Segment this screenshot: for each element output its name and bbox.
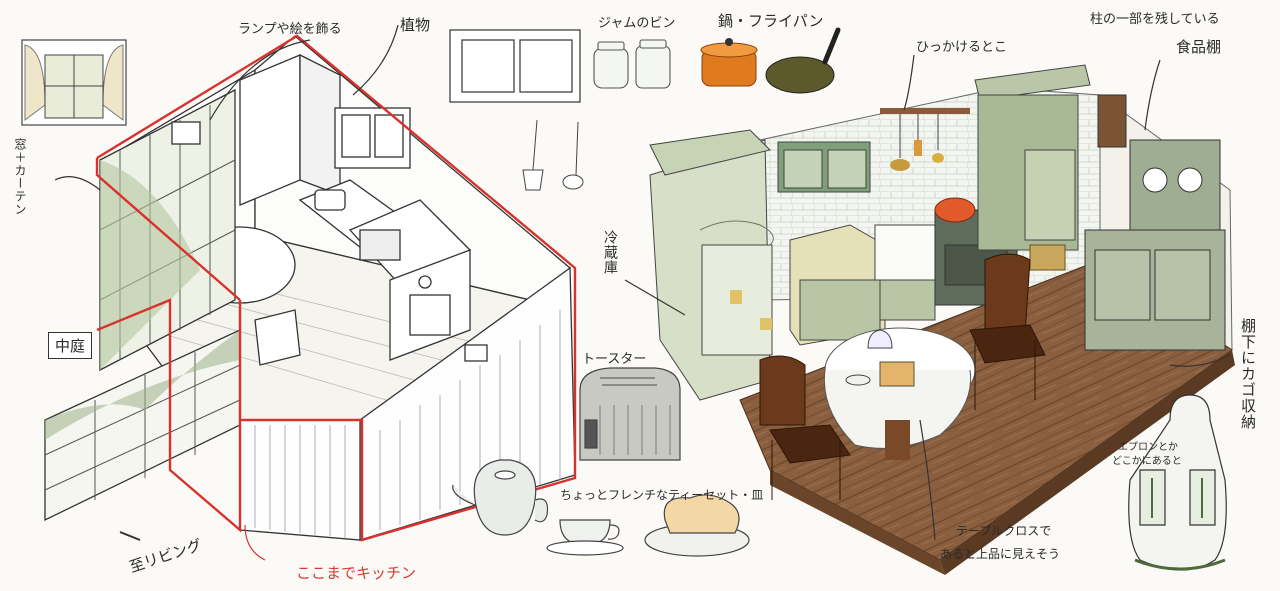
teacup-icon	[546, 519, 624, 556]
pot-icon	[700, 38, 758, 87]
label-toaster: トースター	[582, 352, 647, 367]
apron-icon	[1128, 394, 1227, 571]
label-plants: 植物	[400, 16, 431, 34]
label-apron-note-2: どこかにあると	[1112, 456, 1182, 467]
wall-cabinet-sketch	[449, 29, 581, 103]
label-apron-note-1: エプロンとか	[1118, 442, 1178, 453]
window-icon	[21, 39, 127, 126]
label-food-shelf: 食品棚	[1176, 38, 1222, 56]
label-window-curtain: 窓＋カーテン	[13, 138, 27, 216]
label-kitchen-until-here: ここまでキッチン	[296, 564, 417, 582]
toast-plate-icon	[644, 494, 750, 557]
ladle-icon	[562, 121, 584, 190]
label-fridge: 冷蔵庫	[602, 230, 618, 275]
label-courtyard: 中庭	[48, 332, 93, 359]
label-hanging-place: ひっかけるとこ	[916, 40, 1008, 55]
jam-jar-icon	[593, 39, 671, 89]
label-pot-pan: 鍋・フライパン	[718, 12, 824, 30]
spatula-icon	[522, 119, 544, 191]
frying-pan-icon	[765, 27, 841, 94]
teapot-icon	[452, 459, 549, 536]
kitchen-boundary-outline	[95, 34, 577, 542]
toaster-icon	[579, 367, 681, 461]
label-tea-set: ちょっとフレンチなティーセット・皿	[560, 488, 764, 502]
colored-kitchen-illustration	[649, 64, 1235, 575]
label-tablecloth-note-1: テーブルクロスで	[956, 524, 1052, 538]
arrow-icon	[54, 24, 1231, 561]
label-basket-storage: 棚下にカゴ収納	[1239, 318, 1257, 430]
label-pillar-part-remains: 柱の一部を残している	[1090, 12, 1220, 27]
label-tablecloth-note-2: あると上品に見えそう	[940, 547, 1061, 561]
label-jam-jars: ジャムのビン	[598, 16, 676, 31]
label-lamp-and-picture: ランプや絵を飾る	[238, 22, 342, 37]
